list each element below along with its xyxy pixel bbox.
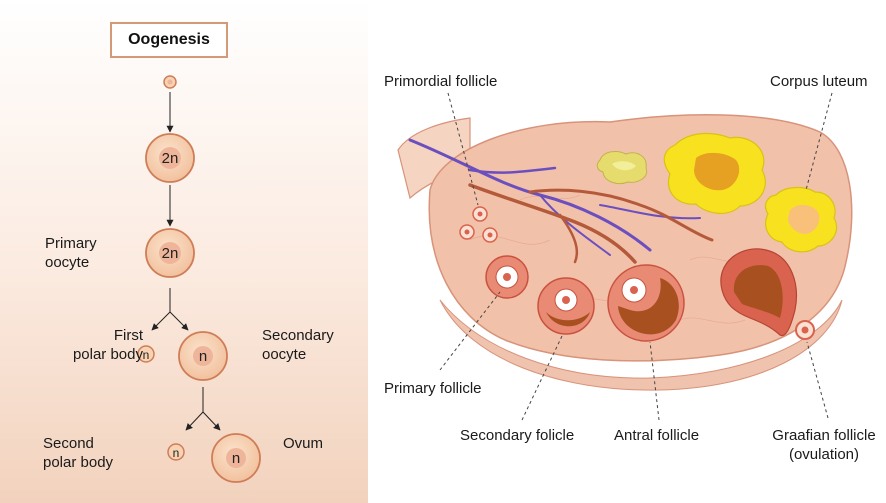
primary-oocyte-cell: 2n [145,228,195,278]
antral-follicle [607,264,685,342]
first-polar-body-cell: n [137,345,155,363]
secondary-follicle [537,277,595,335]
ovum-cell: n [211,433,261,483]
second-polar-label: n [173,446,180,460]
corpus-luteum-large [663,133,766,214]
corpus-luteum [764,186,838,253]
blood-vessels [408,138,714,264]
label-first-polar-body: First polar body [72,327,143,363]
label-secondary-oocyte: Secondary oocyte [262,327,334,363]
ovulated-oocyte [795,320,815,340]
label-secondary-follicle: Secondary folicle [460,427,575,444]
diploid-2-label: 2n [162,245,179,262]
label-primordial-follicle: Primordial follicle [384,73,498,90]
label-antral-follicle: Antral follicle [614,427,700,444]
ovary [397,114,853,391]
leader-lines [439,92,833,421]
label-primary-oocyte: Primary oocyte [45,235,97,271]
primordial-follicles [459,206,498,243]
ovary-lower-lobe [439,299,843,391]
primary-follicle [485,255,529,299]
secondary-oocyte-label: n [199,348,207,365]
second-polar-body-cell: n [167,443,185,461]
label-primary-follicle: Primary follicle [384,380,482,397]
corpus-albicans-small [596,151,648,185]
first-polar-label: n [143,348,150,362]
ovarian-ligament [397,117,471,200]
label-ovum: Ovum [283,435,324,452]
ovum-label: n [232,450,240,467]
split-arrow-2 [185,387,221,431]
label-second-polar-body: Second polar body [43,435,114,471]
label-graafian-follicle: Graafian follicle (ovulation) [772,427,876,463]
label-corpus-luteum: Corpus luteum [770,73,868,90]
oogonium-cell [163,75,177,89]
diploid-1-label: 2n [162,150,179,167]
split-arrow-1 [151,288,189,331]
diploid-cell-1: 2n [145,133,195,183]
ruptured-follicle [720,248,797,337]
oogenesis-title: Oogenesis [110,22,228,58]
secondary-oocyte-cell: n [178,331,228,381]
